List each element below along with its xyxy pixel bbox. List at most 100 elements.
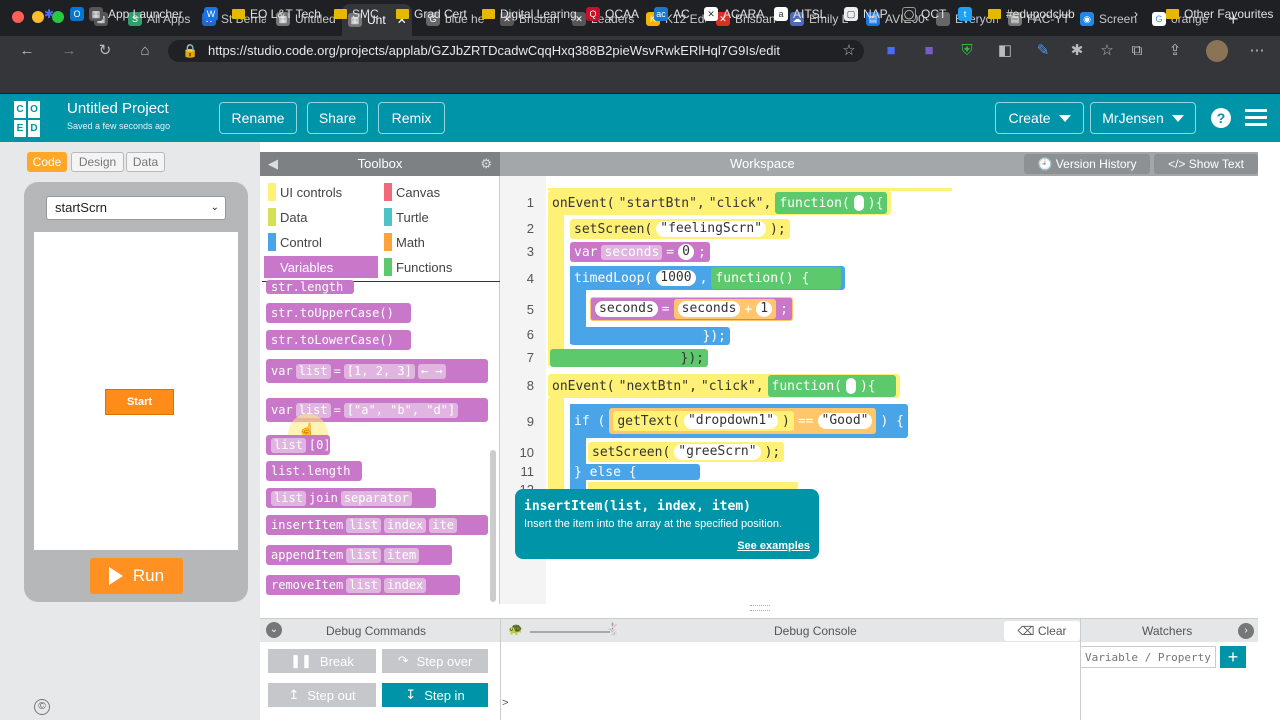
collapse-right-icon[interactable]: › bbox=[1238, 623, 1254, 639]
bookmark-twitter[interactable]: t bbox=[958, 5, 972, 23]
code-seconds-increment[interactable]: seconds= seconds+1 ; bbox=[590, 297, 793, 321]
share-icon[interactable]: ⇪ bbox=[1168, 42, 1182, 59]
block-list-join[interactable]: list join separator bbox=[266, 488, 436, 508]
home-icon[interactable]: ⌂ bbox=[140, 42, 150, 59]
code-setscreen-gree[interactable]: setScreen("greeScrn"); bbox=[588, 442, 785, 462]
code-add-expression[interactable]: seconds+1 bbox=[673, 299, 777, 319]
bookmark-eo-lt-tech[interactable]: EO L&T Tech bbox=[232, 5, 321, 23]
break-button[interactable]: ❚❚Break bbox=[268, 649, 376, 673]
code-function-block[interactable]: function(){ bbox=[775, 192, 888, 214]
user-menu-button[interactable]: MrJensen bbox=[1090, 102, 1196, 134]
category-ui-controls[interactable]: UI controls bbox=[264, 181, 378, 203]
run-button[interactable]: Run bbox=[90, 558, 183, 594]
slow-speed-icon[interactable]: 🐢 bbox=[508, 622, 523, 636]
minimize-window-icon[interactable] bbox=[32, 11, 44, 23]
code-onevent-startbtn[interactable]: onEvent("startBtn","click", function(){ bbox=[548, 191, 892, 215]
tab-untitled[interactable]: ▦Untitled bbox=[270, 6, 340, 32]
shield-icon[interactable]: ⛨ bbox=[961, 42, 973, 59]
step-over-button[interactable]: ↷Step over bbox=[382, 649, 488, 673]
design-mode-button[interactable]: Design bbox=[71, 152, 124, 172]
collapse-down-icon[interactable]: ⌄ bbox=[266, 622, 282, 638]
maximize-window-icon[interactable] bbox=[52, 11, 64, 23]
bookmark-wp[interactable]: W bbox=[204, 5, 218, 23]
hamburger-menu-icon[interactable] bbox=[1245, 109, 1267, 127]
bookmark-edupodclub[interactable]: #edupodclub bbox=[988, 5, 1075, 23]
code-gettext[interactable]: getText("dropdown1") bbox=[613, 411, 794, 431]
share-button[interactable]: Share bbox=[307, 102, 368, 134]
category-control[interactable]: Control bbox=[264, 231, 378, 253]
category-turtle[interactable]: Turtle bbox=[380, 206, 494, 228]
code-else[interactable]: } else { bbox=[570, 464, 700, 480]
tab-fac-yt[interactable]: ▤FAC-YT bbox=[1002, 6, 1070, 32]
code-function-block[interactable]: function() { bbox=[711, 267, 842, 289]
fast-speed-icon[interactable]: 🐇 bbox=[606, 622, 621, 636]
bookmark-smc[interactable]: SMC bbox=[334, 5, 379, 23]
gear-icon[interactable]: ⚙ bbox=[480, 156, 492, 171]
help-icon[interactable]: ? bbox=[1211, 108, 1231, 128]
clear-button[interactable]: ⌫ Clear bbox=[1004, 621, 1080, 641]
puzzle-icon[interactable]: ✱ bbox=[1070, 42, 1084, 59]
bookmark-acara[interactable]: ✕ACARA bbox=[704, 5, 764, 23]
add-watch-button[interactable]: + bbox=[1220, 646, 1246, 668]
block-var-list-numbers[interactable]: var list = [1, 2, 3] ← → bbox=[266, 359, 488, 383]
code-equals-expression[interactable]: getText("dropdown1") == "Good" bbox=[609, 408, 877, 434]
code-timedloop[interactable]: timedLoop(1000, function() { bbox=[570, 266, 846, 290]
address-bar[interactable]: 🔒 https://studio.code.org/projects/appla… bbox=[168, 40, 864, 62]
speed-slider[interactable] bbox=[530, 631, 610, 633]
close-window-icon[interactable] bbox=[12, 11, 24, 23]
screen-select[interactable]: startScrn ⌄ bbox=[46, 196, 226, 220]
bookmark-grad-cert[interactable]: Grad Cert bbox=[396, 5, 467, 23]
toolbox-scrollbar[interactable] bbox=[490, 450, 496, 602]
bookmark-qct[interactable]: ◯QCT bbox=[902, 7, 947, 21]
collections-icon[interactable]: ⧉ bbox=[1131, 42, 1143, 59]
see-examples-link[interactable]: See examples bbox=[737, 540, 810, 552]
category-variables[interactable]: Variables bbox=[264, 256, 378, 278]
code-function-block[interactable]: function(){ bbox=[767, 375, 896, 397]
close-tab-icon[interactable]: ✕ bbox=[396, 13, 407, 27]
tab-leaders[interactable]: ✕Leaders bbox=[566, 6, 636, 32]
chevron-right-icon[interactable]: › bbox=[1134, 7, 1138, 21]
block-list-length[interactable]: list.length bbox=[266, 461, 362, 481]
data-mode-button[interactable]: Data bbox=[126, 152, 165, 172]
more-icon[interactable]: ⋯ bbox=[1249, 42, 1265, 59]
code-mode-button[interactable]: Code bbox=[27, 152, 67, 172]
code-setscreen-feeling[interactable]: setScreen("feelingScrn"); bbox=[570, 219, 790, 239]
tab-emily[interactable]: ☁Emily L bbox=[784, 6, 856, 32]
block-to-upper-case[interactable]: str.toUpperCase() bbox=[266, 303, 411, 323]
collapse-left-icon[interactable]: ◀ bbox=[268, 156, 278, 171]
favorites-icon[interactable]: ☆ bbox=[1100, 42, 1114, 59]
category-data[interactable]: Data bbox=[264, 206, 378, 228]
step-in-button[interactable]: ↧Step in bbox=[382, 683, 488, 707]
back-icon[interactable]: ← bbox=[19, 42, 35, 59]
forward-icon[interactable]: → bbox=[61, 42, 77, 59]
step-out-button[interactable]: ↥Step out bbox=[268, 683, 376, 707]
onenote-icon[interactable]: ■ bbox=[924, 42, 934, 59]
block-insert-item[interactable]: insertItem list index ite bbox=[266, 515, 488, 535]
version-history-button[interactable]: 🕘 Version History bbox=[1024, 154, 1150, 174]
watch-expression-input[interactable] bbox=[1080, 646, 1216, 668]
bookmark-star-icon[interactable]: ☆ bbox=[842, 42, 856, 59]
extension-icon[interactable]: ■ bbox=[886, 42, 896, 59]
profile-avatar[interactable] bbox=[1206, 40, 1228, 62]
block-remove-item[interactable]: removeItem list index bbox=[266, 575, 460, 595]
bookmark-app-launcher[interactable]: O▦App Launcher bbox=[70, 5, 183, 23]
tab-brisban-2[interactable]: ✕Brisban bbox=[710, 6, 780, 32]
bookmark-other-favourites[interactable]: Other Favourites bbox=[1166, 5, 1273, 23]
tab-screen[interactable]: ◉Screen bbox=[1074, 6, 1144, 32]
block-list-index[interactable]: list [0] bbox=[266, 435, 330, 455]
block-str-length[interactable]: str.length bbox=[266, 280, 354, 294]
bookmark-nap[interactable]: ▢NAP bbox=[844, 5, 888, 23]
block-append-item[interactable]: appendItem list item bbox=[266, 545, 452, 565]
code-onevent-nextbtn[interactable]: onEvent("nextBtn","click", function(){ bbox=[548, 374, 900, 398]
category-math[interactable]: Math bbox=[380, 231, 494, 253]
show-text-button[interactable]: </> Show Text bbox=[1154, 154, 1258, 174]
tab-brisban-1[interactable]: ✕Brisban bbox=[494, 6, 562, 32]
resize-handle[interactable] bbox=[750, 605, 770, 611]
